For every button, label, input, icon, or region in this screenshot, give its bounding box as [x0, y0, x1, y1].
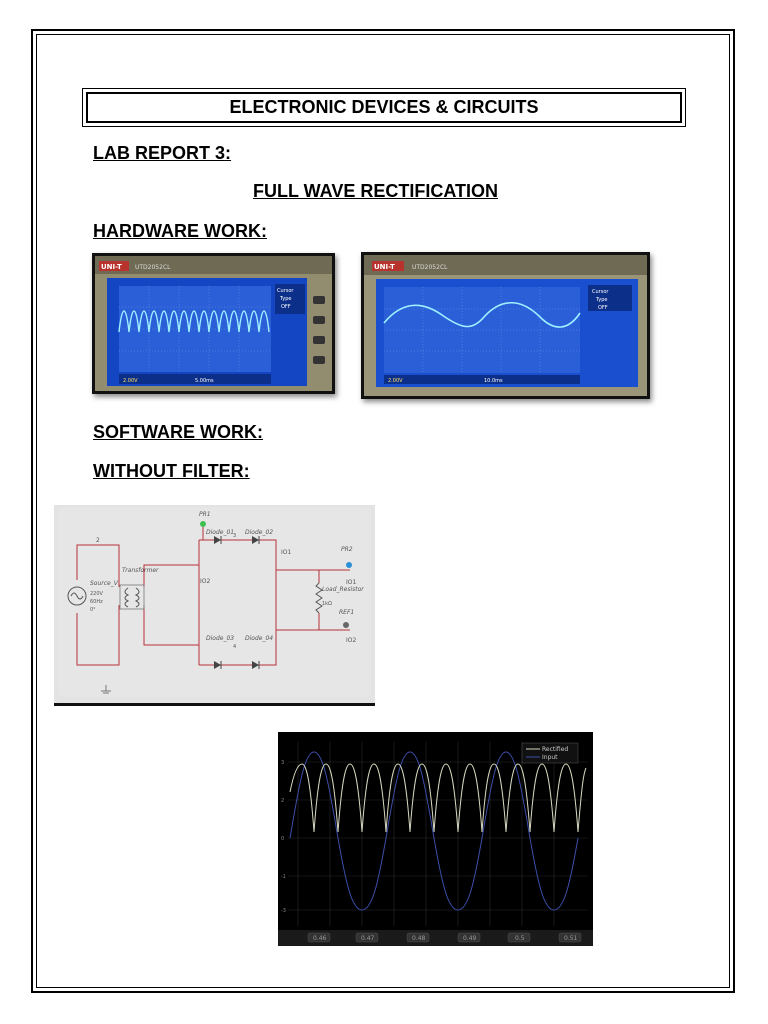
- svg-text:2: 2: [281, 798, 284, 804]
- legend-rectified: Rectified: [542, 746, 568, 753]
- source-phase: 0°: [90, 607, 96, 613]
- x-tick-1: 0.47: [361, 935, 375, 942]
- svg-text:-1: -1: [281, 874, 286, 880]
- hardware-heading: HARDWARE WORK:: [93, 221, 267, 241]
- x-tick-4: 0.5: [515, 935, 525, 942]
- legend-input: Input: [542, 754, 558, 761]
- menu-title-2: Cursor: [592, 289, 609, 295]
- node-2-label: 2: [96, 537, 100, 544]
- circuit-schematic-graphic: Source_V 220V 60Hz 0° 2 Transformer PR1 …: [58, 507, 371, 697]
- diode-02-label: Diode_02: [245, 529, 273, 536]
- io2-left-label: IO2: [200, 578, 210, 585]
- oscilloscope-photo-1: UNI-T UTD2052CL Cursor Type OFF 2.00V 5.…: [92, 253, 335, 394]
- io1-left-label: IO1: [281, 549, 291, 556]
- source-label: Source_V: [90, 580, 119, 587]
- oscilloscope-1-graphic: UNI-T UTD2052CL Cursor Type OFF 2.00V 5.…: [95, 256, 332, 391]
- timebase-2: 10.0ms: [484, 378, 503, 384]
- transformer-label: Transformer: [122, 567, 159, 574]
- banner-title: ELECTRONIC DEVICES & CIRCUITS: [86, 92, 682, 123]
- source-voltage: 220V: [90, 591, 104, 597]
- io1-right-label: IO1: [346, 579, 356, 586]
- probe-pr1: PR1: [199, 511, 211, 518]
- circuit-schematic: Source_V 220V 60Hz 0° 2 Transformer PR1 …: [54, 505, 375, 706]
- x-tick-2: 0.48: [412, 935, 426, 942]
- node-4-label: 4: [233, 644, 236, 650]
- probe-ref1: REF1: [339, 609, 354, 616]
- diode-01-label: Diode_01: [206, 529, 234, 536]
- svg-text:3: 3: [281, 760, 284, 766]
- experiment-title: FULL WAVE RECTIFICATION: [253, 181, 498, 201]
- page-border-outer: [31, 29, 735, 993]
- x-tick-5: 0.51: [564, 935, 578, 942]
- without-filter-heading: WITHOUT FILTER:: [93, 461, 250, 481]
- ch1-scale-1: 2.00V: [123, 378, 138, 384]
- svg-text:-3: -3: [281, 908, 286, 914]
- oscilloscope-photo-2: UNI-T UTD2052CL Cursor Type OFF 2.00V 10…: [361, 252, 650, 399]
- resistor-label: Load_Resistor: [322, 586, 364, 593]
- ch1-scale-2: 2.00V: [388, 378, 403, 384]
- source-frequency: 60Hz: [90, 599, 103, 605]
- svg-text:0: 0: [281, 836, 284, 842]
- page-border-inner: [36, 34, 730, 988]
- io2-right-label: IO2: [346, 637, 356, 644]
- model-1: UTD2052CL: [135, 264, 171, 271]
- lab-report-heading: LAB REPORT 3:: [93, 143, 232, 163]
- brand-1: UNI-T: [101, 263, 122, 271]
- menu-item-2: Type: [595, 297, 607, 303]
- oscilloscope-2-graphic: UNI-T UTD2052CL Cursor Type OFF 2.00V 10…: [364, 255, 647, 396]
- node-3-label: 3: [233, 533, 236, 539]
- brand-2: UNI-T: [374, 263, 395, 271]
- simulation-scope-plot: 3 2 0 -1 -3 Rectified Input 0.46 0.47 0.48 0…: [278, 732, 593, 946]
- menu-value-2: OFF: [598, 305, 608, 311]
- title-box-outer: [82, 88, 686, 127]
- probe-pr2: PR2: [341, 546, 353, 553]
- menu-value-1: OFF: [281, 304, 291, 310]
- diode-03-label: Diode_03: [206, 635, 234, 642]
- x-tick-0: 0.46: [313, 935, 327, 942]
- menu-item-1: Type: [279, 296, 291, 302]
- software-heading: SOFTWARE WORK:: [93, 422, 263, 442]
- x-tick-3: 0.49: [463, 935, 477, 942]
- diode-04-label: Diode_04: [245, 635, 273, 642]
- model-2: UTD2052CL: [412, 264, 448, 271]
- timebase-1: 5.00ms: [195, 378, 214, 384]
- resistor-value: 1kΩ: [322, 601, 332, 607]
- scope-plot-graphic: 3 2 0 -1 -3 Rectified Input 0.46 0.47 0.48 0…: [278, 732, 593, 946]
- menu-title-1: Cursor: [277, 288, 294, 294]
